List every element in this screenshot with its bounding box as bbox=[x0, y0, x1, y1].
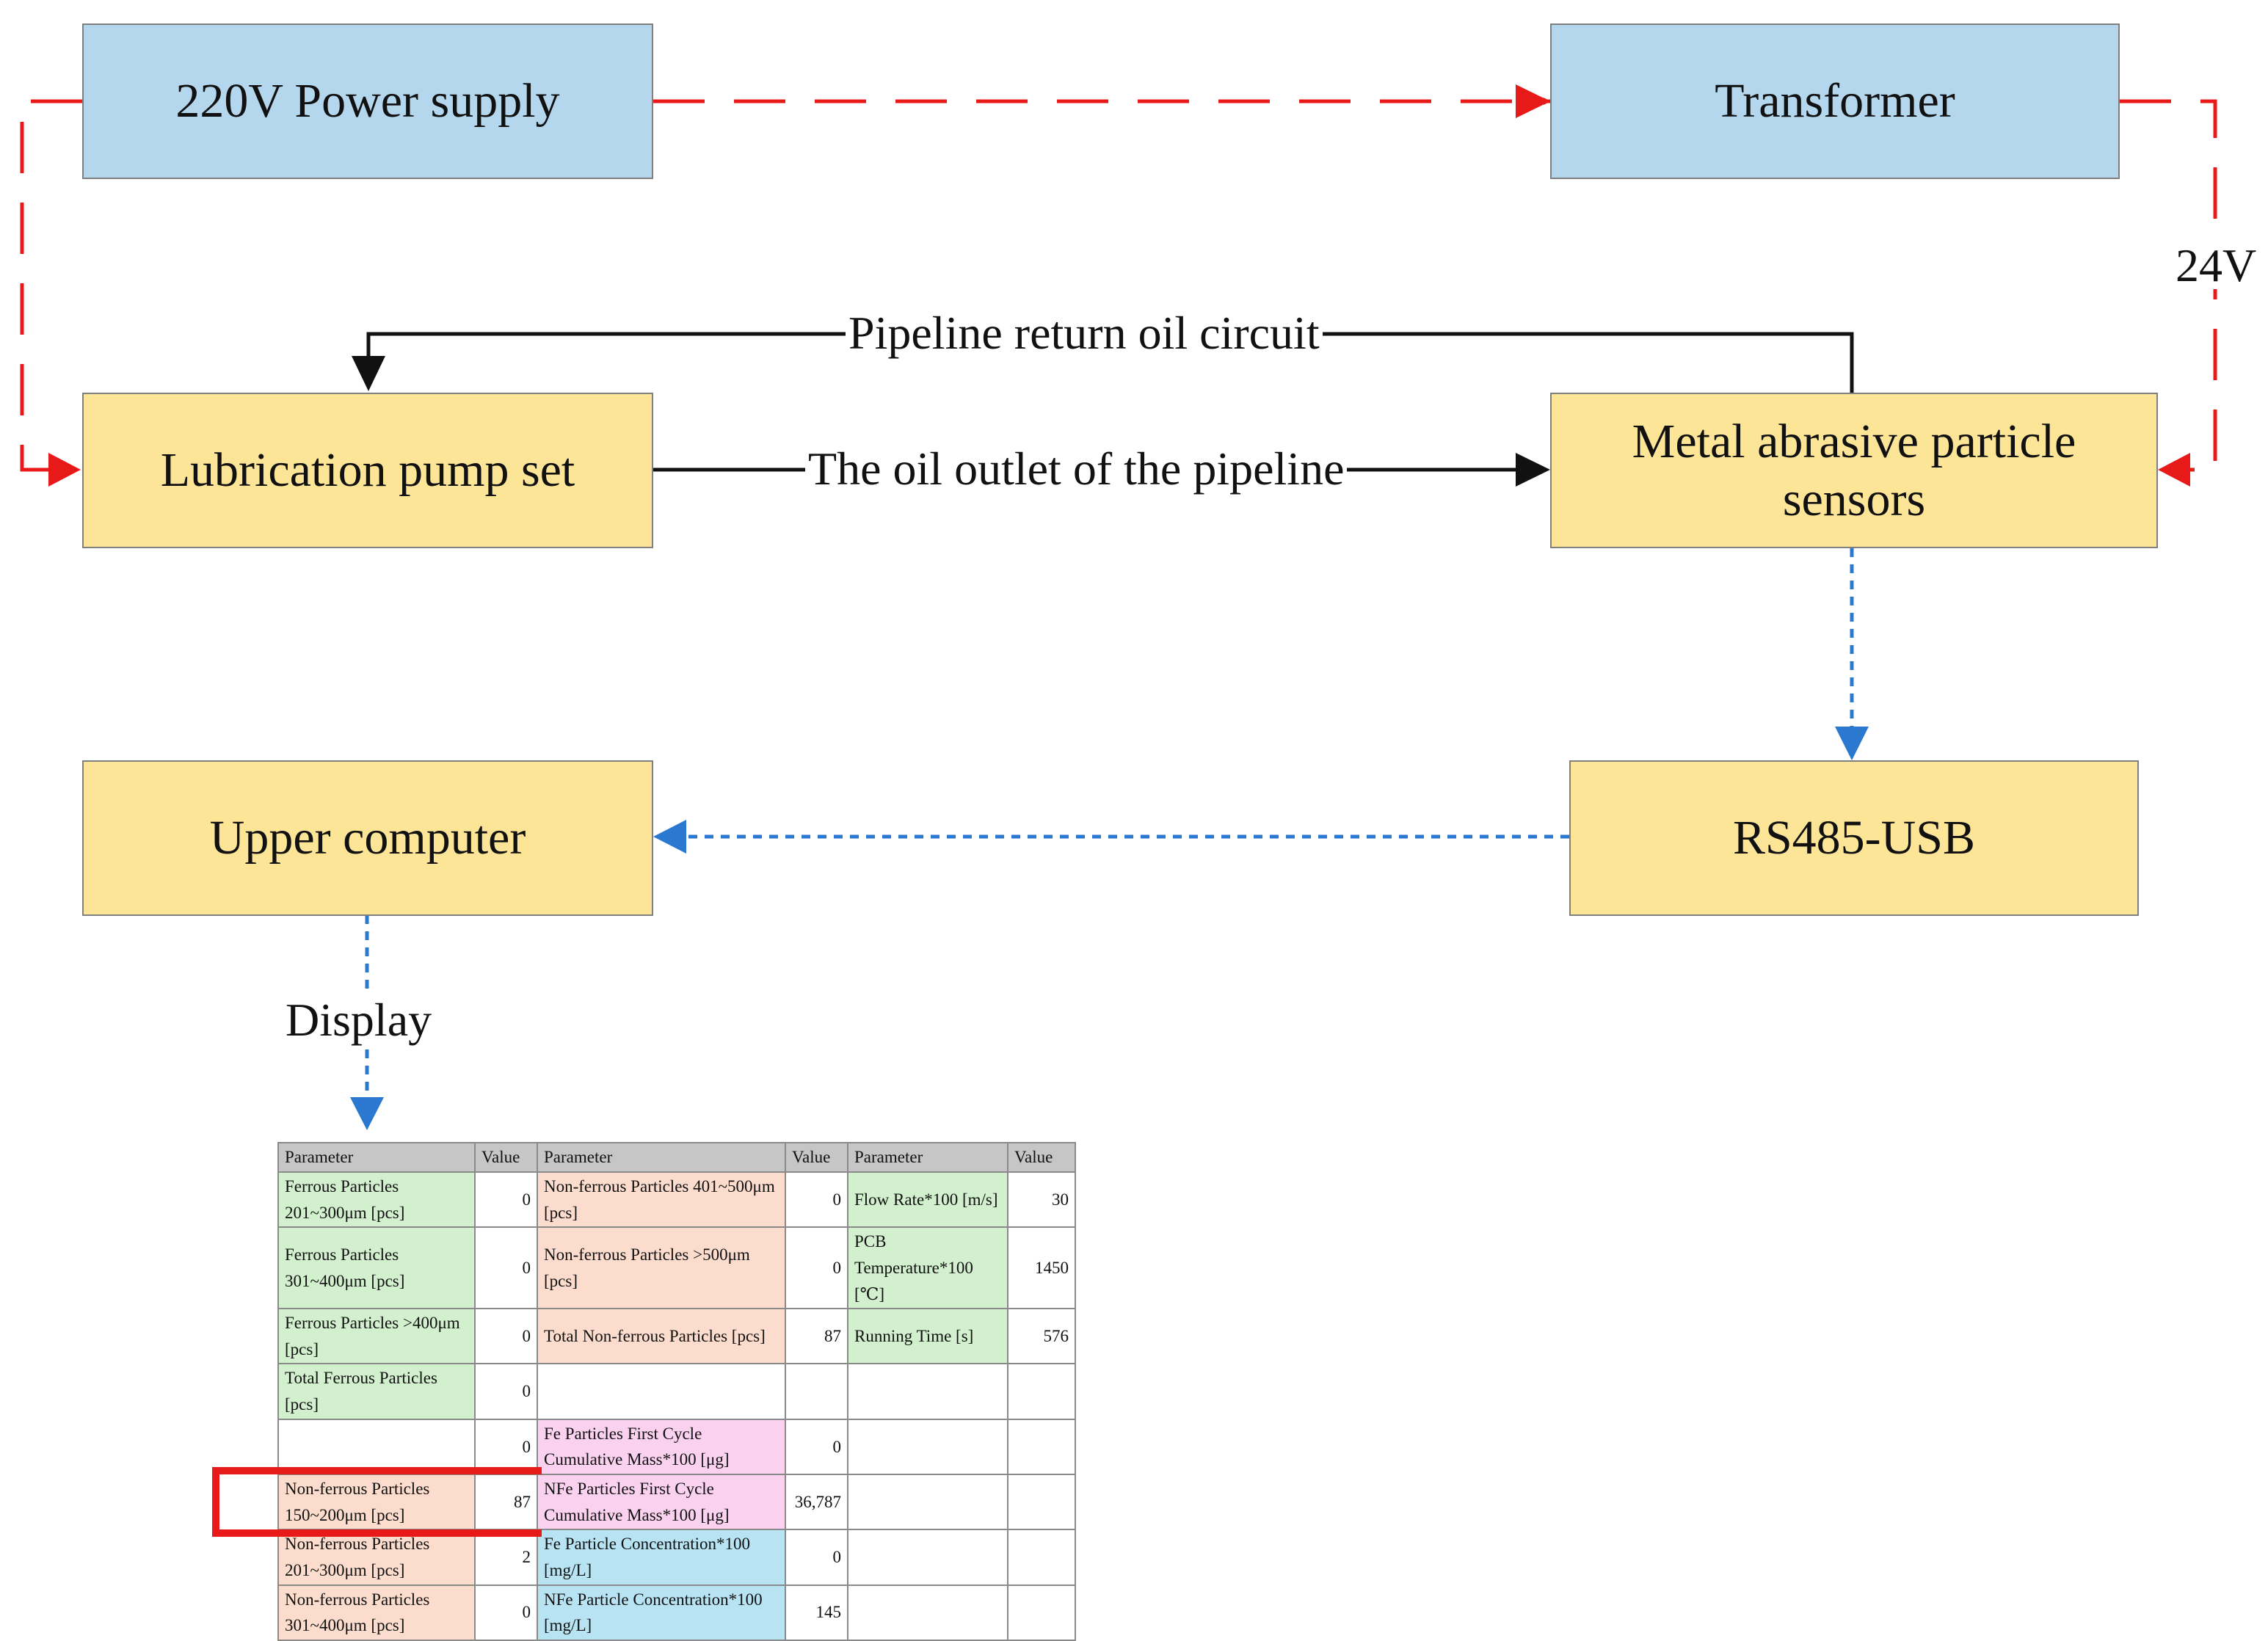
converter-node: RS485-USB bbox=[1569, 760, 2139, 916]
value-cell bbox=[785, 1363, 848, 1420]
value-cell: 1450 bbox=[1007, 1226, 1076, 1310]
header-value: Value bbox=[1007, 1142, 1076, 1173]
parameter-cell: Non-ferrous Particles 150~200μm [pcs] bbox=[277, 1474, 476, 1531]
pump-label: Lubrication pump set bbox=[160, 443, 575, 498]
parameter-cell: Fe Particles First Cycle Cumulative Mass… bbox=[537, 1418, 786, 1476]
header-parameter: Parameter bbox=[847, 1142, 1008, 1173]
value-cell: 576 bbox=[1007, 1308, 1076, 1365]
parameter-cell: NFe Particles First Cycle Cumulative Mas… bbox=[537, 1474, 786, 1531]
value-cell: 87 bbox=[785, 1308, 848, 1365]
value-cell: 145 bbox=[785, 1584, 848, 1641]
value-cell: 0 bbox=[474, 1418, 538, 1476]
pump-node: Lubrication pump set bbox=[82, 393, 653, 548]
power-to-pump-arrowhead bbox=[48, 453, 81, 487]
parameter-cell bbox=[847, 1584, 1008, 1641]
parameter-cell bbox=[537, 1363, 786, 1420]
value-cell: 0 bbox=[785, 1529, 848, 1586]
value-cell: 2 bbox=[474, 1529, 538, 1586]
outlet-arrowhead bbox=[1516, 453, 1550, 487]
power-supply-label: 220V Power supply bbox=[175, 74, 560, 128]
computer-label: Upper computer bbox=[209, 811, 526, 865]
power-to-pump-line bbox=[20, 99, 82, 472]
header-value: Value bbox=[474, 1142, 538, 1173]
parameter-cell bbox=[847, 1363, 1008, 1420]
sensors-to-converter-arrowhead bbox=[1835, 727, 1869, 760]
header-parameter: Parameter bbox=[277, 1142, 476, 1173]
converter-to-computer-arrowhead bbox=[653, 820, 686, 854]
value-cell bbox=[1007, 1418, 1076, 1476]
value-cell: 87 bbox=[474, 1474, 538, 1531]
parameter-cell bbox=[277, 1418, 476, 1476]
header-parameter: Parameter bbox=[537, 1142, 786, 1173]
parameter-cell: Flow Rate*100 [m/s] bbox=[847, 1171, 1008, 1229]
parameter-cell: Non-ferrous Particles 301~400μm [pcs] bbox=[277, 1584, 476, 1641]
value-cell: 0 bbox=[474, 1584, 538, 1641]
value-cell: 30 bbox=[1007, 1171, 1076, 1229]
parameter-cell: Fe Particle Concentration*100 [mg/L] bbox=[537, 1529, 786, 1586]
parameter-cell: Non-ferrous Particles >500μm [pcs] bbox=[537, 1226, 786, 1310]
value-cell bbox=[1007, 1474, 1076, 1531]
power-supply-node: 220V Power supply bbox=[82, 23, 653, 179]
parameter-cell: Ferrous Particles 201~300μm [pcs] bbox=[277, 1171, 476, 1229]
return-circuit-label: Pipeline return oil circuit bbox=[846, 310, 1323, 357]
parameter-cell: Non-ferrous Particles 201~300μm [pcs] bbox=[277, 1529, 476, 1586]
sensors-label: Metal abrasive particle sensors bbox=[1632, 414, 2076, 526]
table-row: Total Ferrous Particles [pcs]0 bbox=[277, 1363, 1076, 1420]
parameter-table: Parameter Value Parameter Value Paramete… bbox=[277, 1142, 1076, 1641]
parameter-cell: Non-ferrous Particles 401~500μm [pcs] bbox=[537, 1171, 786, 1229]
value-cell: 36,787 bbox=[785, 1474, 848, 1531]
value-cell bbox=[1007, 1584, 1076, 1641]
value-cell: 0 bbox=[474, 1308, 538, 1365]
transformer-node: Transformer bbox=[1550, 23, 2120, 179]
transformer-label: Transformer bbox=[1715, 74, 1955, 128]
value-cell: 0 bbox=[785, 1418, 848, 1476]
parameter-cell: Total Non-ferrous Particles [pcs] bbox=[537, 1308, 786, 1365]
voltage-label: 24V bbox=[2173, 242, 2260, 289]
value-cell bbox=[1007, 1529, 1076, 1586]
parameter-cell: Running Time [s] bbox=[847, 1308, 1008, 1365]
parameter-cell: Ferrous Particles >400μm [pcs] bbox=[277, 1308, 476, 1365]
power-to-transformer-arrowhead bbox=[1516, 84, 1550, 118]
parameter-cell bbox=[847, 1474, 1008, 1531]
computer-node: Upper computer bbox=[82, 760, 653, 916]
parameter-cell: NFe Particle Concentration*100 [mg/L] bbox=[537, 1584, 786, 1641]
parameter-cell: Total Ferrous Particles [pcs] bbox=[277, 1363, 476, 1420]
converter-label: RS485-USB bbox=[1732, 811, 1976, 865]
parameter-cell: PCB Temperature*100 [℃] bbox=[847, 1226, 1008, 1310]
header-value: Value bbox=[785, 1142, 848, 1173]
value-cell: 0 bbox=[474, 1171, 538, 1229]
parameter-cell bbox=[847, 1529, 1008, 1586]
outlet-label: The oil outlet of the pipeline bbox=[805, 445, 1348, 492]
display-label: Display bbox=[283, 997, 435, 1044]
sensors-node: Metal abrasive particle sensors bbox=[1550, 393, 2158, 548]
transformer-to-sensors-arrowhead bbox=[2158, 453, 2190, 487]
table-header-row: Parameter Value Parameter Value Paramete… bbox=[277, 1142, 1076, 1173]
parameter-cell: Ferrous Particles 301~400μm [pcs] bbox=[277, 1226, 476, 1310]
display-arrowhead bbox=[350, 1097, 384, 1130]
return-oil-arrowhead bbox=[352, 356, 385, 391]
parameter-cell bbox=[847, 1418, 1008, 1476]
value-cell bbox=[1007, 1363, 1076, 1420]
value-cell: 0 bbox=[785, 1226, 848, 1310]
value-cell: 0 bbox=[474, 1363, 538, 1420]
value-cell: 0 bbox=[474, 1226, 538, 1310]
value-cell: 0 bbox=[785, 1171, 848, 1229]
